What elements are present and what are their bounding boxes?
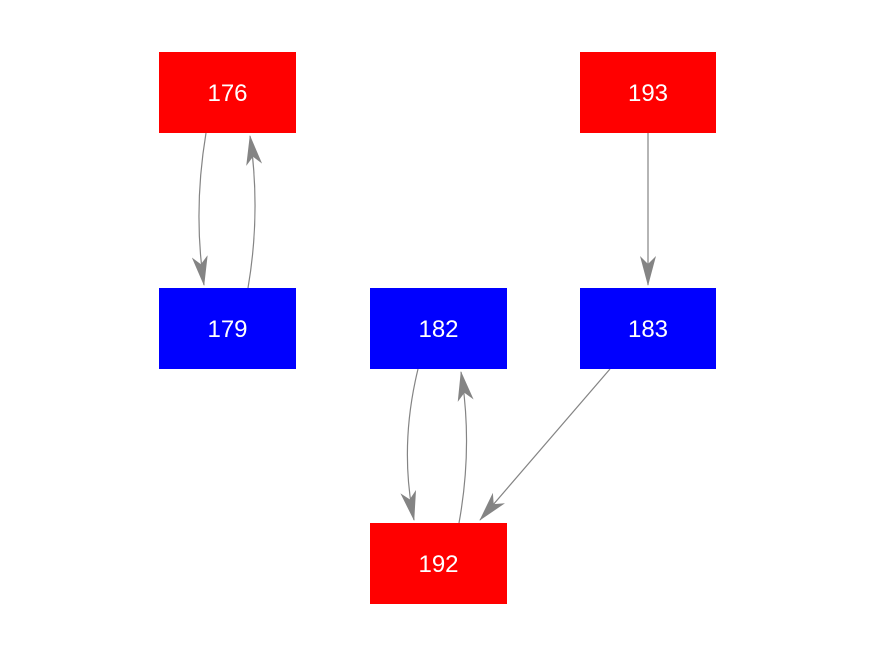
graph-node-183[interactable]: 183 — [580, 288, 716, 369]
edge-182-to-192 — [400, 368, 419, 521]
node-box-193[interactable] — [580, 52, 716, 133]
graph-node-182[interactable]: 182 — [370, 288, 507, 369]
graph-node-193[interactable]: 193 — [580, 52, 716, 133]
node-box-182[interactable] — [370, 288, 507, 369]
graph-node-192[interactable]: 192 — [370, 523, 507, 604]
edge-176-to-179 — [191, 132, 208, 286]
graph-node-179[interactable]: 179 — [159, 288, 296, 369]
node-box-179[interactable] — [159, 288, 296, 369]
node-box-176[interactable] — [159, 52, 296, 133]
node-box-192[interactable] — [370, 523, 507, 604]
edge-179-to-176 — [246, 135, 263, 289]
nodes-layer: 176 193 179 182 183 192 — [159, 52, 716, 604]
edges-layer — [191, 132, 656, 524]
edge-183-to-192 — [479, 368, 611, 521]
edge-192-to-182 — [457, 371, 474, 524]
node-box-183[interactable] — [580, 288, 716, 369]
graph-node-176[interactable]: 176 — [159, 52, 296, 133]
